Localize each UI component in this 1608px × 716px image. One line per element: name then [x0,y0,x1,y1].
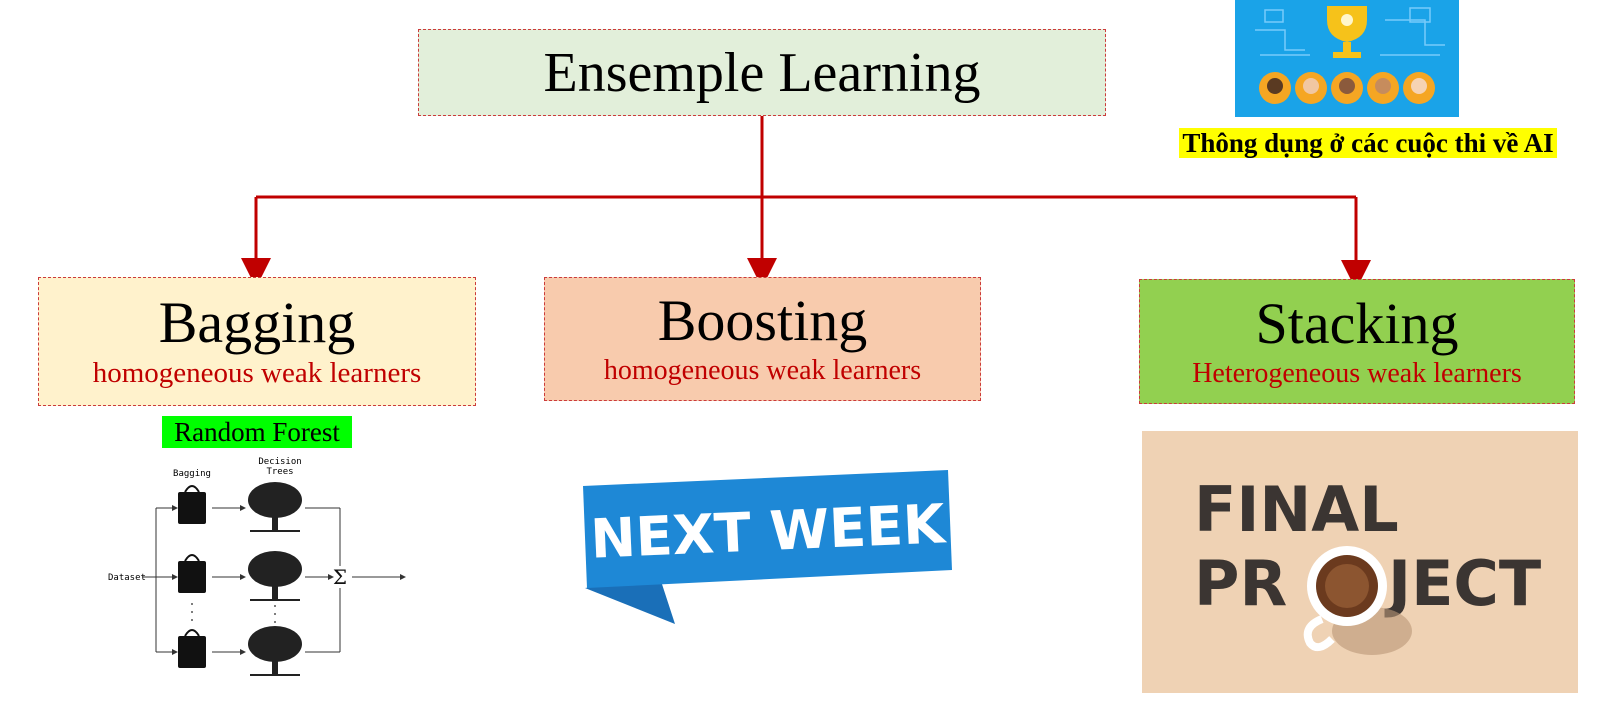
diagram-trees-label: Trees [266,467,293,477]
stacking-title: Stacking [1255,290,1459,356]
project-text-left: PR [1194,547,1287,620]
tree-icons [248,482,302,676]
boosting-subtitle: homogeneous weak learners [603,355,922,387]
stacking-competition-note: Thông dụng ở các cuộc thi về AI [1172,125,1564,161]
bagging-subtitle: homogeneous weak learners [92,357,422,389]
sum-symbol: Σ [333,565,347,589]
avatar-icons [1259,72,1435,104]
diagram-decision-label: Decision [258,457,301,467]
random-forest-diagram: Bagging Decision Trees Dataset [108,457,406,676]
diagram-bagging-label: Bagging [173,469,211,479]
next-week-text: NEXT WEEK [589,492,948,570]
project-text-right: JECT [1384,547,1541,620]
final-text: FINAL [1194,473,1399,546]
boosting-title: Boosting [657,288,868,354]
random-forest-label: Random Forest [162,416,352,448]
ai-competition-image [1235,0,1459,117]
stacking-box: Stacking Heterogeneous weak learners [1139,279,1575,404]
bagging-title: Bagging [158,290,356,356]
diagram-dataset-label: Dataset [108,573,146,583]
boosting-box: Boosting homogeneous weak learners [544,277,981,401]
next-week-banner: NEXT WEEK [583,470,952,624]
bag-icons [178,485,206,668]
ensemble-learning-box: Ensemple Learning [418,29,1106,116]
bagging-box: Bagging homogeneous weak learners [38,277,476,406]
ensemble-learning-title: Ensemple Learning [543,41,981,104]
stacking-subtitle: Heterogeneous weak learners [1192,357,1522,389]
stacking-note-text: Thông dụng ở các cuộc thi về AI [1179,128,1557,158]
coffee-cup-icon [1303,546,1412,655]
final-project-image: FINAL PR JECT [1142,431,1578,693]
